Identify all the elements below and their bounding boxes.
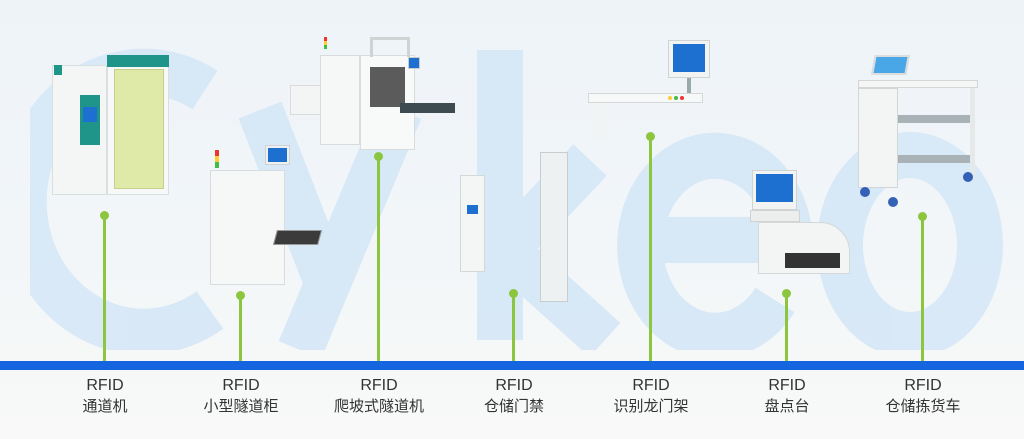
label-line2: 识别龙门架 — [613, 397, 689, 415]
product-image-inventory-station[interactable] — [740, 165, 855, 280]
product-image-gantry[interactable] — [580, 35, 725, 140]
label-line2: 爬坡式隧道机 — [333, 397, 424, 415]
label-inventory-station[interactable]: RFID 盘点台 — [707, 375, 867, 417]
label-line2: 小型隧道柜 — [203, 397, 279, 415]
label-line1: RFID — [768, 377, 806, 394]
label-line1: RFID — [86, 377, 124, 394]
label-line1: RFID — [632, 377, 670, 394]
label-line1: RFID — [222, 377, 260, 394]
label-gantry[interactable]: RFID 识别龙门架 — [571, 375, 731, 417]
label-line1: RFID — [495, 377, 533, 394]
label-line1: RFID — [360, 377, 398, 394]
label-line1: RFID — [904, 377, 942, 394]
timeline-bar — [0, 361, 1024, 370]
label-tunnel[interactable]: RFID 通道机 — [25, 375, 185, 417]
label-line2: 仓储门禁 — [483, 397, 544, 415]
label-incline-tunnel[interactable]: RFID 爬坡式隧道机 — [299, 375, 459, 417]
label-line2: 通道机 — [82, 397, 128, 415]
product-image-mini-tunnel-cabinet[interactable] — [205, 140, 323, 295]
label-line2: 盘点台 — [764, 397, 810, 415]
label-picking-cart[interactable]: RFID 仓储拣货车 — [843, 375, 1003, 417]
label-line2: 仓储拣货车 — [885, 397, 961, 415]
product-image-picking-cart[interactable] — [848, 55, 983, 210]
label-warehouse-gate[interactable]: RFID 仓储门禁 — [434, 375, 594, 417]
label-mini-tunnel-cabinet[interactable]: RFID 小型隧道柜 — [161, 375, 321, 417]
product-image-tunnel[interactable] — [52, 55, 169, 200]
product-image-incline-tunnel[interactable] — [290, 35, 465, 150]
product-image-warehouse-gate[interactable] — [455, 150, 570, 305]
